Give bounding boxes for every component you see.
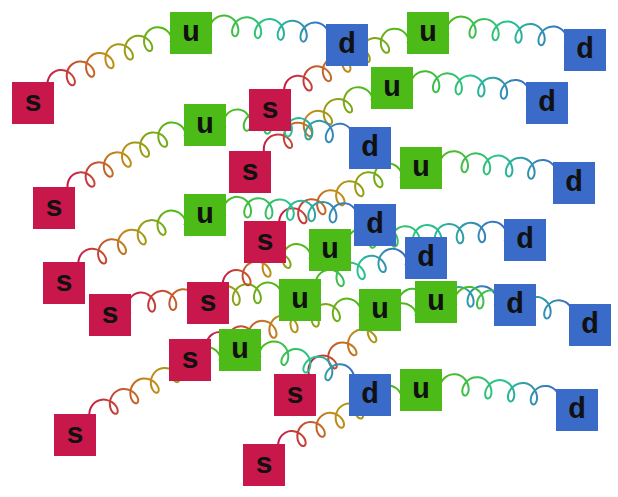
quark-label: s — [286, 380, 304, 410]
quark-box: d — [354, 204, 396, 246]
quark-label: s — [241, 157, 259, 187]
quark-box: u — [415, 281, 457, 323]
quark-box: u — [170, 12, 212, 54]
quark-box: u — [407, 12, 449, 54]
quark-box: d — [494, 284, 536, 326]
quark-box: u — [279, 279, 321, 321]
gluon-spring — [446, 17, 567, 48]
quark-label: d — [581, 310, 599, 340]
quark-box: s — [43, 262, 85, 304]
quark-label: d — [417, 243, 435, 273]
quark-label: u — [383, 73, 401, 103]
quark-box: u — [219, 329, 261, 371]
quark-label: d — [568, 395, 586, 425]
quark-label: u — [427, 287, 445, 317]
gluon-spring — [67, 122, 185, 196]
quark-box: u — [400, 369, 442, 411]
quark-label: u — [412, 153, 430, 183]
quark-box: s — [229, 151, 271, 193]
quark-box: d — [326, 24, 368, 66]
quark-box: u — [184, 104, 226, 146]
quark-label: u — [196, 110, 214, 140]
quark-label: d — [576, 35, 594, 65]
quark-box: d — [504, 219, 546, 261]
quark-label: d — [361, 133, 379, 163]
quark-box: s — [243, 444, 285, 486]
quark-box: d — [569, 304, 611, 346]
quark-box: s — [249, 89, 291, 131]
quark-box: d — [556, 389, 598, 431]
quark-label: d — [366, 210, 384, 240]
quark-box: u — [359, 289, 401, 331]
quark-box: s — [187, 282, 229, 324]
quark-box: s — [89, 294, 131, 336]
quark-label: s — [255, 450, 273, 480]
quark-label: s — [45, 193, 63, 223]
gluon-spring — [47, 27, 171, 94]
quark-box: s — [169, 339, 211, 381]
quark-box: d — [553, 162, 595, 204]
gluon-spring — [440, 374, 560, 407]
quark-box: d — [526, 82, 568, 124]
gluon-spring — [455, 287, 574, 322]
quark-box: d — [349, 127, 391, 169]
gluon-spring — [410, 71, 529, 101]
quark-label: d — [565, 168, 583, 198]
quark-label: s — [181, 345, 199, 375]
quark-label: u — [196, 200, 214, 230]
quark-label: u — [182, 18, 200, 48]
quark-box: u — [184, 194, 226, 236]
quark-box: d — [405, 237, 447, 279]
quark-label: u — [321, 235, 339, 265]
quark-label: u — [371, 295, 389, 325]
quark-box: s — [33, 187, 75, 229]
quark-label: u — [291, 285, 309, 315]
quark-box: u — [400, 147, 442, 189]
quark-label: s — [199, 288, 217, 318]
quark-label: s — [101, 300, 119, 330]
quark-label: s — [256, 227, 274, 257]
quark-label: u — [419, 18, 437, 48]
quark-label: s — [55, 268, 73, 298]
quark-label: u — [231, 335, 249, 365]
quark-label: u — [412, 375, 430, 405]
gluon-spring — [223, 197, 358, 224]
gluon-spring — [209, 16, 329, 44]
quark-label: d — [338, 30, 356, 60]
quark-box: d — [349, 374, 391, 416]
quark-box: s — [12, 82, 54, 124]
quark-label: d — [361, 380, 379, 410]
gluon-spring — [78, 211, 185, 273]
quark-box: d — [564, 29, 606, 71]
quark-box: s — [244, 221, 286, 263]
quark-label: d — [538, 88, 556, 118]
gluon-spring — [439, 151, 557, 181]
quark-box: s — [54, 414, 96, 456]
quark-box: u — [309, 229, 351, 271]
quark-box: u — [371, 67, 413, 109]
quark-label: d — [506, 290, 524, 320]
quark-label: s — [261, 95, 279, 125]
quark-label: s — [24, 88, 42, 118]
quark-label: s — [66, 420, 84, 450]
quark-box: s — [274, 374, 316, 416]
quark-label: d — [516, 225, 534, 255]
